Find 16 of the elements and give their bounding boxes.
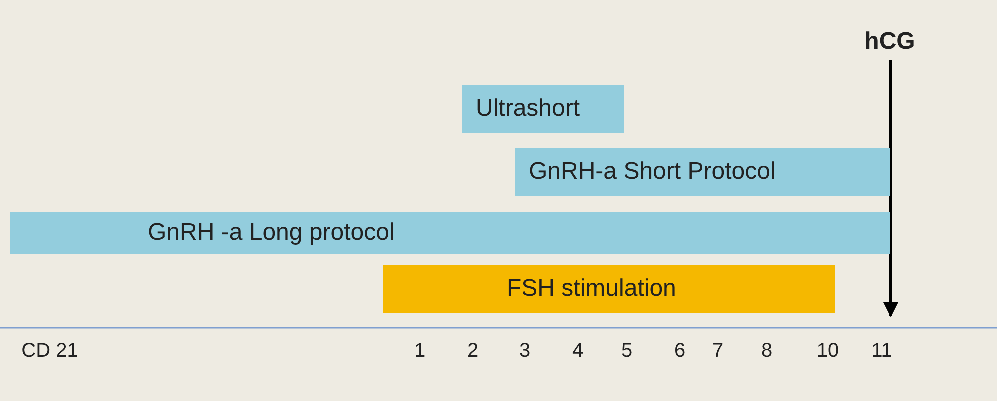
protocol-bar: Ultrashort — [462, 85, 624, 133]
stimulation-bar: FSH stimulation — [383, 265, 835, 313]
event-label: hCG — [864, 28, 916, 56]
tick-label: 5 — [621, 340, 633, 363]
tick-label: 1 — [414, 340, 426, 363]
protocol-bar: GnRH -a Long protocol — [10, 212, 890, 254]
tick-label: 8 — [761, 340, 773, 363]
tick-label: 11 — [872, 340, 892, 363]
axis-start-label: CD 21 — [22, 340, 78, 363]
tick-label: 6 — [674, 340, 686, 363]
tick-label: 4 — [572, 340, 584, 363]
tick-label: 3 — [519, 340, 531, 363]
tick-label: 7 — [712, 340, 724, 363]
protocol-bar: GnRH-a Short Protocol — [515, 148, 890, 196]
tick-label: 10 — [816, 340, 840, 363]
tick-label: 2 — [467, 340, 479, 363]
